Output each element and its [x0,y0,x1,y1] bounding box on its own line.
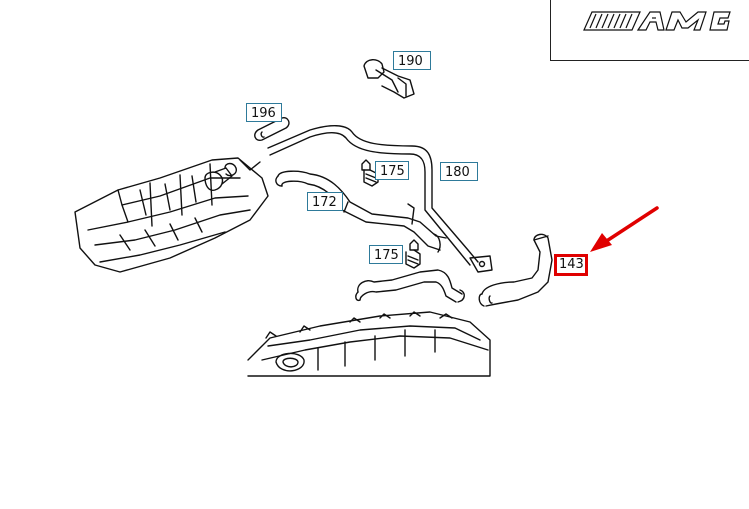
amg-logo-icon [583,11,731,31]
brand-logo-box [550,0,749,61]
intake-manifold-drawing [74,157,269,273]
callout-172: 172 [307,192,343,211]
pipe-180-drawing [267,125,493,273]
cylinder-head-drawing [247,311,491,377]
hose-196-drawing [254,116,290,142]
callout-190: 190 [393,51,431,70]
bleed-screw-175-lower-drawing [405,239,421,269]
hose-143-drawing [478,233,553,307]
lower-hose-drawing [355,269,465,303]
callout-175-upper: 175 [375,161,409,180]
callout-196: 196 [246,103,282,122]
callout-143-highlighted: 143 [554,254,588,276]
callout-180: 180 [440,162,478,181]
hose-172-drawing [275,170,447,253]
clip-190-drawing [363,59,415,99]
callout-175-lower: 175 [369,245,403,264]
